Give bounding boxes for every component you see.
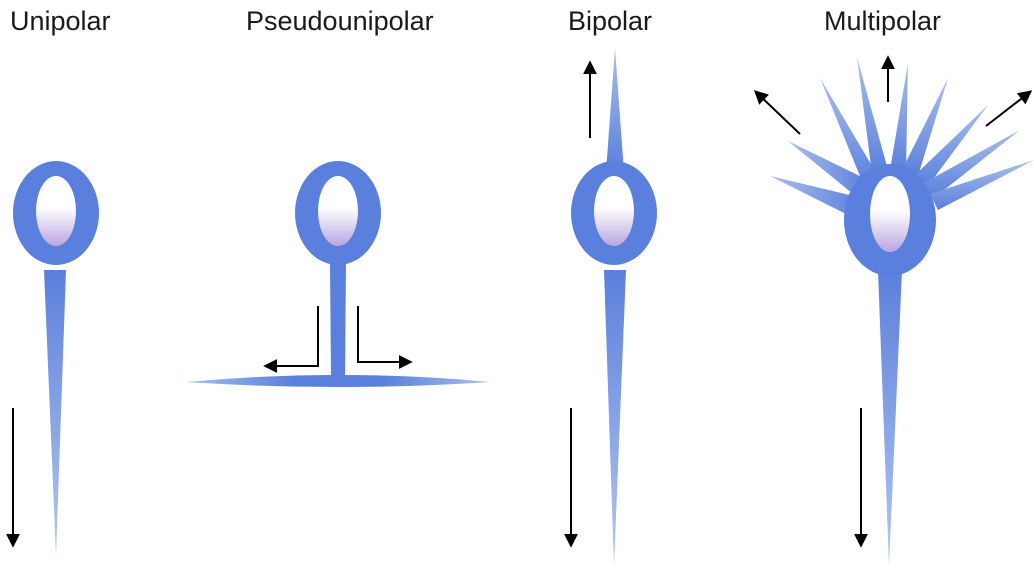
pseudounipolar-nucleus [318, 176, 358, 246]
pseudounipolar-neuron [186, 161, 490, 387]
multipolar-arrow-upleft [756, 92, 800, 134]
pseudounipolar-stem [330, 262, 346, 378]
bipolar-dendrite [606, 48, 624, 172]
unipolar-neuron [13, 161, 99, 556]
bipolar-neuron [571, 48, 657, 566]
multipolar-nucleus [870, 176, 910, 252]
pseudounipolar-arrow-left [266, 306, 318, 366]
bipolar-nucleus [594, 176, 634, 246]
multipolar-axon [878, 270, 902, 566]
multipolar-neuron [756, 57, 1034, 566]
bipolar-axon [604, 270, 626, 566]
pseudounipolar-arrow-right [358, 306, 410, 362]
unipolar-nucleus [36, 176, 76, 246]
multipolar-dendrite [890, 63, 908, 172]
multipolar-arrow-upright [986, 92, 1030, 126]
unipolar-axon [44, 270, 66, 556]
